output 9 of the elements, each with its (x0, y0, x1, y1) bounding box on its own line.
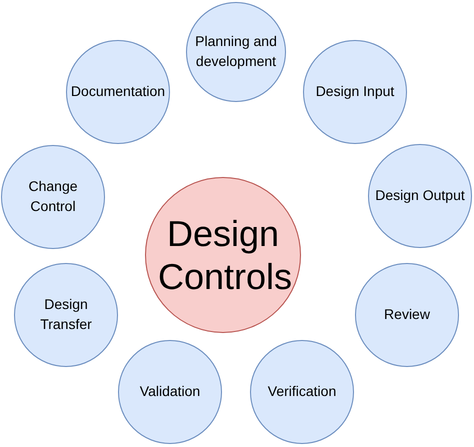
circle-label: Design Output (375, 186, 465, 206)
circle-label: Validation (140, 382, 200, 402)
circle-label: Change Control (27, 177, 79, 216)
circle-label: Planning and development (194, 32, 278, 71)
circle-label: Verification (268, 382, 336, 402)
circle-label: Design Transfer (39, 295, 93, 334)
circle-label: Documentation (70, 82, 166, 102)
circle-label: Design Input (316, 82, 394, 102)
circle-label: Review (384, 305, 430, 324)
